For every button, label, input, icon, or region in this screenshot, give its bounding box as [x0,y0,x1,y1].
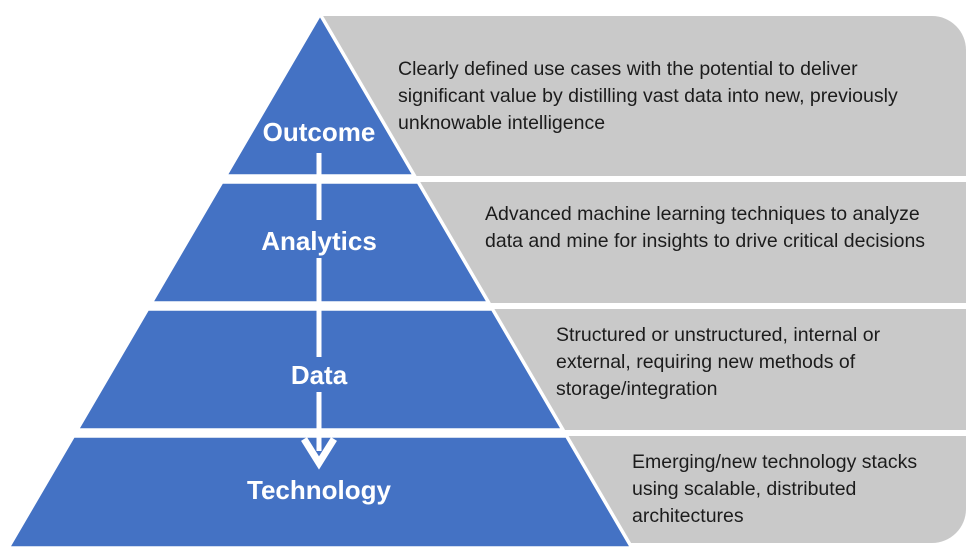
pyramid-label-data: Data [290,360,348,390]
description-line: using scalable, distributed [632,478,857,500]
description-line: data and mine for insights to drive crit… [485,230,926,252]
pyramid-label-outcome: Outcome [262,117,376,147]
down-arrow-icon [301,153,337,470]
description-line: storage/integration [556,378,718,400]
description-line: Advanced machine learning techniques to … [485,203,920,225]
description-text-outcome: Clearly defined use cases with the poten… [398,56,898,137]
description-line: Emerging/new technology stacks [632,451,918,473]
pyramid-label-technology: Technology [247,475,391,505]
description-line: Structured or unstructured, internal or [556,324,881,346]
pyramid-level-technology-shape [6,434,634,550]
description-line: unknowable intelligence [398,112,606,134]
description-line: Clearly defined use cases with the poten… [398,58,858,80]
description-line: architectures [632,505,744,527]
description-box-outcome [318,16,966,176]
description-text-data: Structured or unstructured, internal or … [556,322,880,403]
pyramid-level-outcome-shape [223,12,417,178]
pyramid-level-data-shape [75,307,565,432]
description-text-analytics: Advanced machine learning techniques to … [485,201,925,255]
description-line: significant value by distilling vast dat… [398,85,898,107]
description-line: external, requiring new methods of [556,351,856,373]
description-text-technology: Emerging/new technology stacks using sca… [632,449,917,530]
pyramid-label-analytics: Analytics [261,226,377,256]
pyramid-level-analytics-shape [149,180,491,305]
